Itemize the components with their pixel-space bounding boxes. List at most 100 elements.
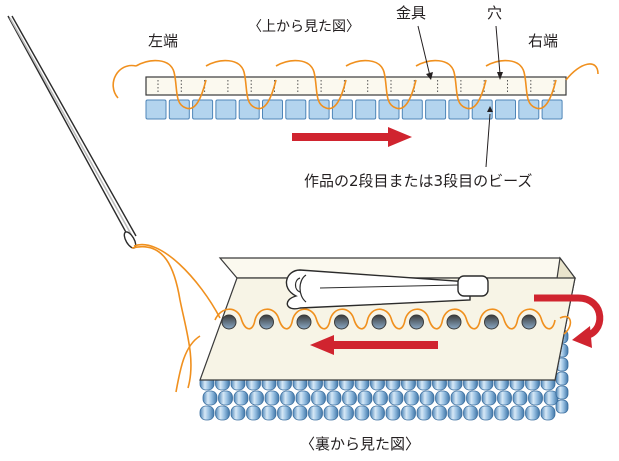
bead-cylinder — [450, 390, 466, 406]
bead-cylinder — [323, 405, 339, 421]
bead-cylinder — [481, 390, 497, 406]
bead-cylinder — [373, 390, 388, 406]
bead-row — [145, 99, 563, 120]
bead-cylinder — [264, 390, 280, 406]
left-end-label: 左端 — [148, 32, 179, 50]
thread-segment — [135, 59, 207, 110]
fitting-hole — [371, 314, 387, 330]
thread-segment — [485, 59, 557, 110]
bead — [425, 99, 447, 120]
curved-red-arrow-icon — [534, 294, 604, 348]
bead-cylinder — [202, 390, 218, 406]
bead-cylinder — [509, 405, 525, 421]
bead-cylinder — [432, 405, 447, 421]
bead-cylinder — [555, 385, 569, 400]
fitting-hole — [521, 314, 537, 330]
thread-segment — [214, 308, 556, 330]
bead-cylinder — [385, 405, 401, 421]
bead-cylinder — [555, 399, 569, 414]
hole-leader — [495, 25, 501, 75]
bead-cylinder — [512, 390, 528, 406]
thread-from-needle — [133, 243, 221, 319]
fitting-holes — [221, 314, 537, 330]
right-end-label: 右端 — [528, 32, 559, 50]
bead-cylinder — [555, 371, 569, 386]
bead-cylinder — [463, 405, 478, 421]
fitting-hole — [484, 314, 499, 330]
thread-path — [214, 308, 572, 335]
bead-cylinder — [246, 405, 261, 421]
beads-leader — [485, 113, 491, 168]
top-view-diagram — [112, 25, 599, 168]
metal-fitting-leader — [417, 25, 431, 77]
thread-segment — [415, 59, 487, 110]
bead — [192, 99, 214, 120]
bead — [495, 99, 516, 120]
fitting-hole — [409, 314, 424, 330]
thread-segment — [559, 315, 572, 335]
red-arrow-icon — [310, 335, 438, 355]
back-view-diagram — [131, 243, 604, 421]
bead — [215, 99, 237, 120]
back-view-title: 〈裏から見た図〉 — [300, 435, 421, 453]
bead — [285, 99, 307, 120]
red-arrow-icon — [292, 127, 412, 147]
fitting-hole — [221, 314, 237, 330]
thread-segment — [112, 64, 137, 99]
bead-cylinder — [494, 405, 509, 421]
metal-fitting-label: 金具 — [396, 4, 427, 22]
bead — [331, 99, 353, 120]
bead-cylinder — [435, 390, 450, 406]
needle-icon — [7, 15, 137, 249]
bead-cylinder — [233, 390, 249, 406]
bead-cylinder — [354, 405, 370, 421]
bead — [471, 99, 493, 120]
bead-cylinder — [419, 390, 435, 406]
bead — [262, 99, 283, 120]
bead — [238, 99, 260, 120]
bead-cylinder — [292, 405, 308, 421]
bead-cylinder — [525, 405, 540, 421]
fitting-hole — [296, 314, 312, 330]
fitting-hole — [259, 314, 274, 330]
bead — [541, 99, 563, 120]
beads-note: 作品の2段目または3段目のビーズ — [304, 172, 533, 190]
bead-cylinder — [401, 405, 416, 421]
bead-cylinder — [218, 390, 233, 406]
thread-segment — [565, 63, 599, 81]
clasp-icon — [285, 269, 489, 310]
top-view-title: 〈上から見た図〉 — [248, 19, 360, 35]
thread-segment — [345, 59, 417, 110]
thread-segment — [275, 59, 347, 110]
bead-cylinder — [339, 405, 354, 421]
bead-cylinder — [308, 405, 323, 421]
bead-cylinder — [215, 405, 230, 421]
bead-cylinder — [447, 405, 463, 421]
bead-cylinder — [404, 390, 419, 406]
thread-tail — [131, 245, 192, 389]
fitting-hole — [334, 314, 349, 330]
bead-cylinder — [540, 405, 556, 421]
bead-cylinder — [280, 390, 295, 406]
bead — [168, 99, 190, 120]
bead — [355, 99, 377, 120]
bead-cylinder — [416, 405, 432, 421]
bead-cylinder — [497, 390, 512, 406]
bead-cylinder — [342, 390, 357, 406]
bead-cylinder — [261, 405, 277, 421]
thread-segment — [205, 59, 277, 110]
hole-label: 穴 — [487, 4, 503, 22]
bead-cylinder — [230, 405, 246, 421]
bead-cylinder — [249, 390, 264, 406]
bead-cylinder — [311, 390, 326, 406]
fitting-hole — [446, 314, 462, 330]
bead-cylinder — [528, 390, 543, 406]
bead — [145, 99, 167, 120]
bead-cylinder — [370, 405, 385, 421]
bead-cylinder — [277, 405, 292, 421]
bead — [401, 99, 423, 120]
thread-path — [112, 59, 599, 110]
bead-cylinder — [388, 390, 404, 406]
bead-cylinder — [199, 405, 215, 421]
